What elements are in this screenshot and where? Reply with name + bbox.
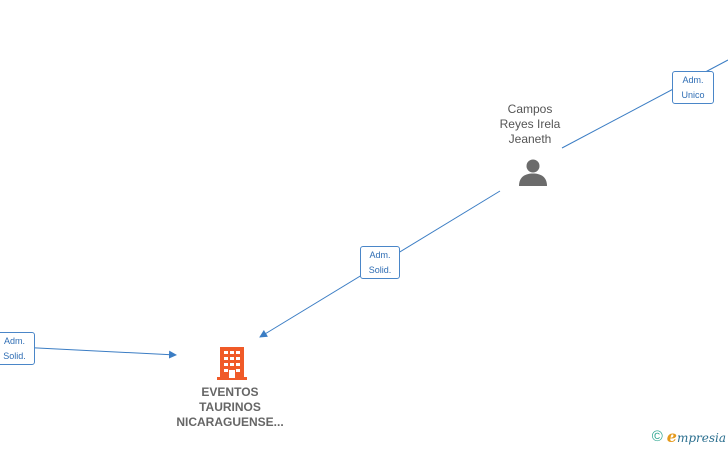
relation-badge-line: Solid.	[3, 351, 26, 361]
brand-rest: mpresia	[676, 430, 726, 445]
relation-badge-line: Adm.	[369, 250, 391, 260]
relation-badge-line: Unico	[681, 90, 705, 100]
brand-wordmark: empresia	[667, 427, 726, 446]
person-name[interactable]: Campos Reyes Irela Jeaneth	[475, 102, 585, 147]
person-icon[interactable]	[518, 157, 548, 187]
empresia-logo: © empresia	[652, 426, 726, 446]
relation-badge-line: Adm.	[3, 336, 25, 346]
relation-badge-line: Solid.	[368, 265, 392, 275]
copyright-icon: ©	[651, 427, 663, 445]
relation-badge-line: Adm.	[682, 75, 704, 85]
company-name[interactable]: EVENTOS TAURINOS NICARAGUENSE...	[155, 385, 305, 430]
relation-badge-left[interactable]: Adm. Solid.	[0, 332, 35, 365]
company-name-line: NICARAGUENSE...	[176, 415, 284, 429]
person-name-line: Campos	[507, 102, 553, 116]
brand-initial: e	[666, 426, 677, 446]
company-name-line: EVENTOS	[201, 385, 259, 399]
relation-badge-middle[interactable]: Adm. Solid.	[360, 246, 400, 279]
person-name-line: Reyes Irela	[499, 117, 561, 131]
relation-badge-top-right[interactable]: Adm. Unico	[672, 71, 714, 104]
building-icon[interactable]	[216, 345, 248, 381]
person-name-line: Jeaneth	[508, 132, 552, 146]
edge-left-to-company	[17, 346, 177, 359]
company-name-line: TAURINOS	[199, 400, 261, 414]
